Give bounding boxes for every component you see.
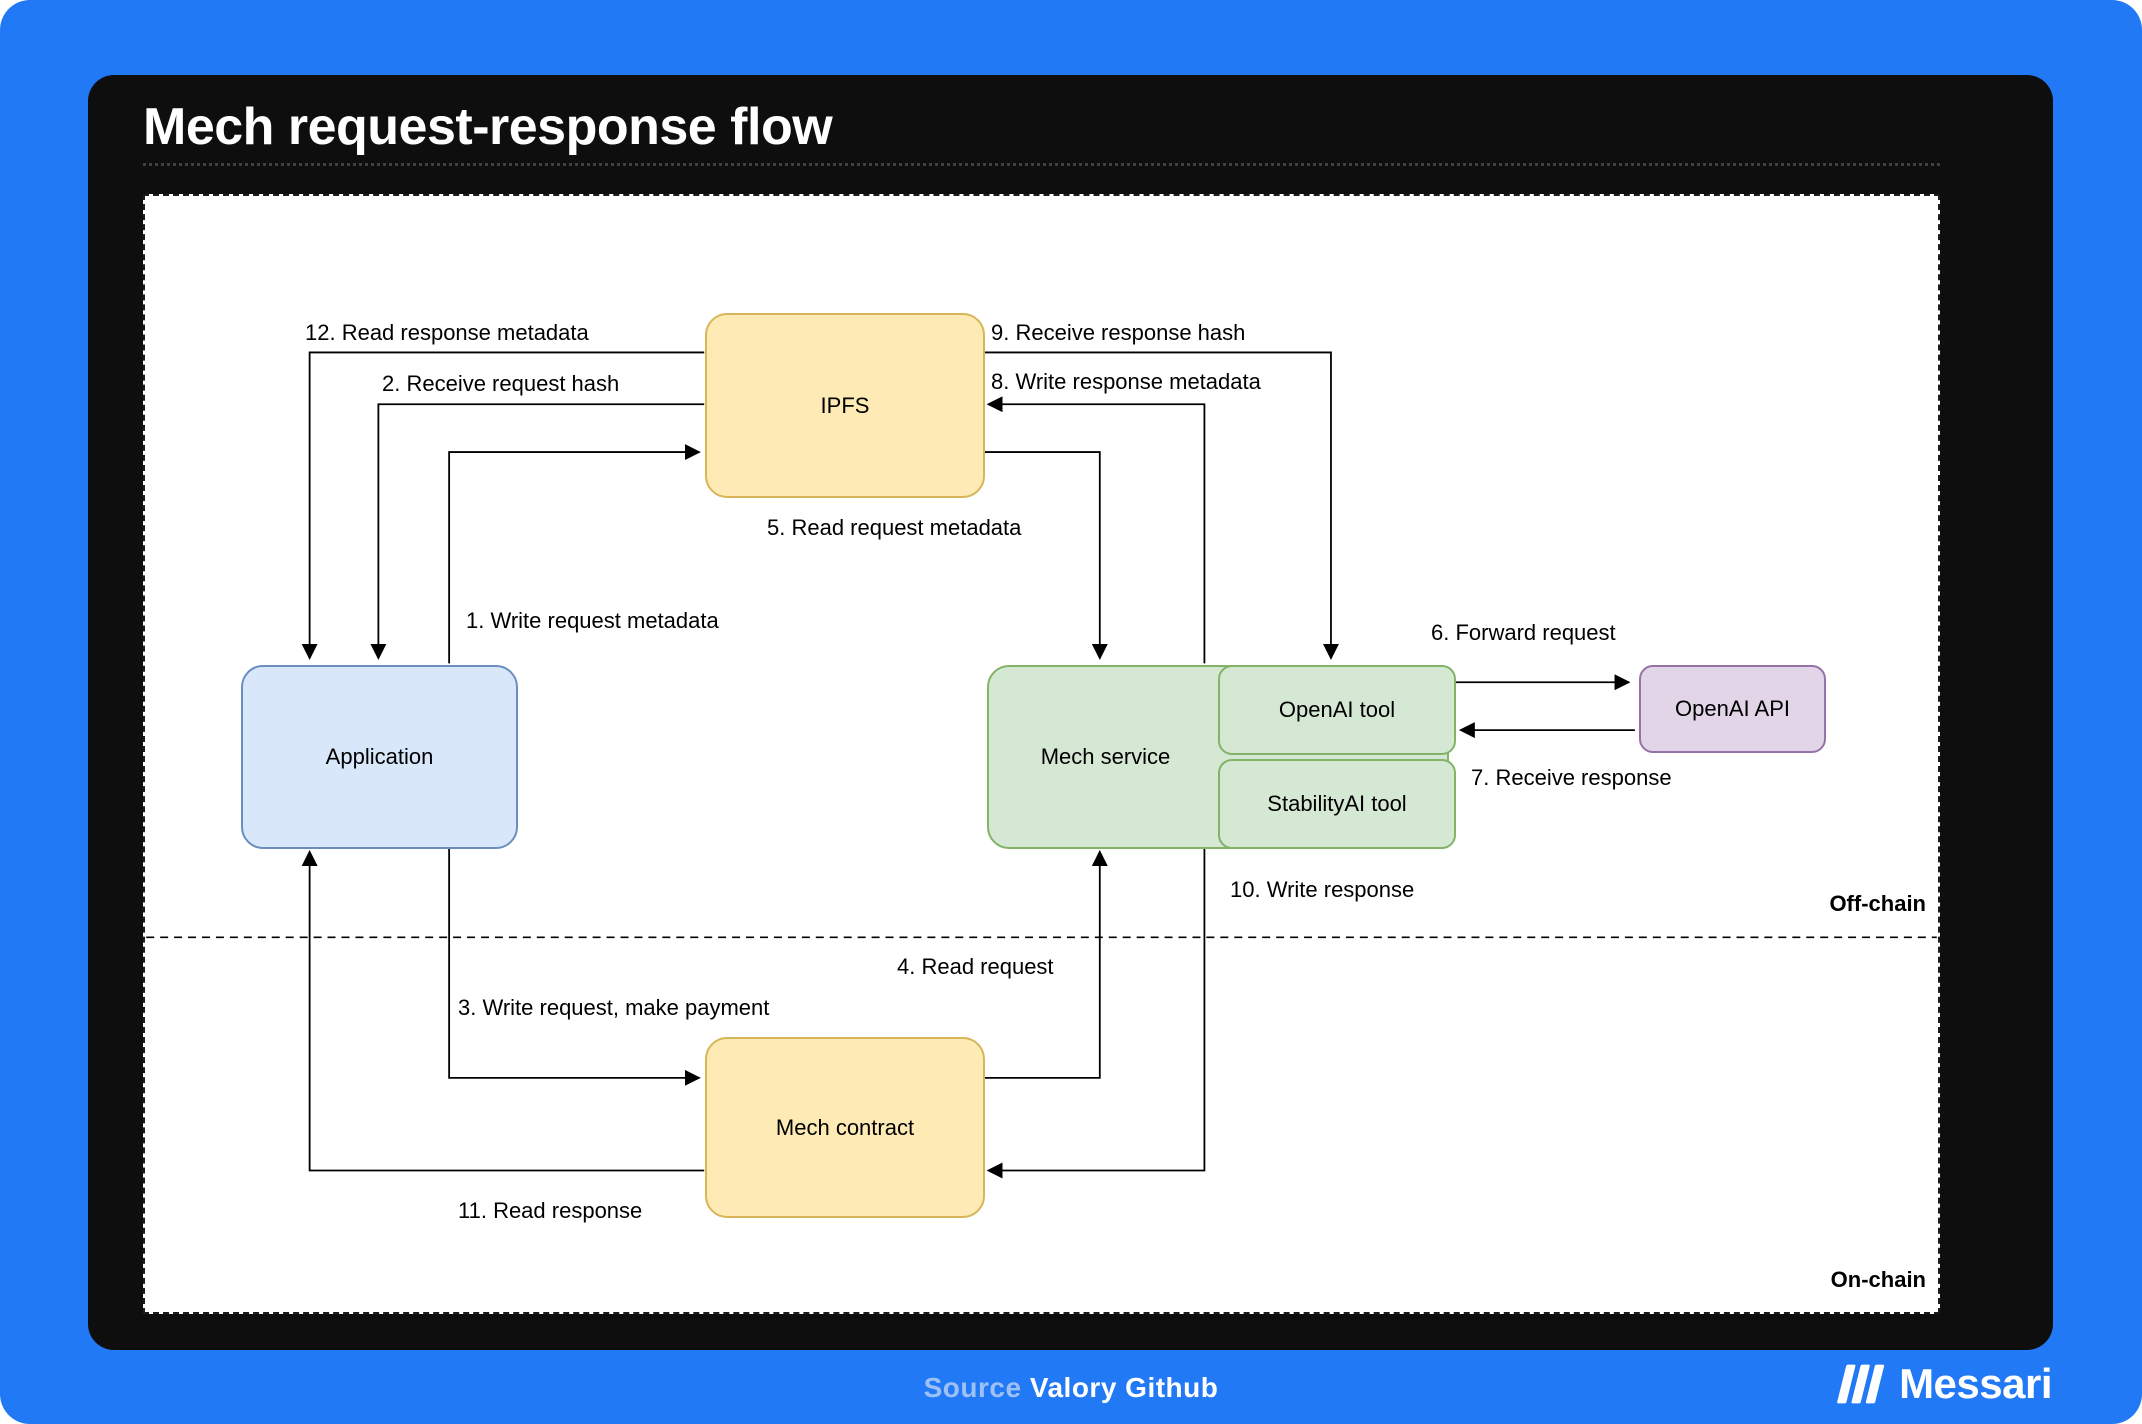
node-application-label: Application xyxy=(325,744,434,769)
edge-arrow-1 xyxy=(448,444,701,664)
edge-arrow-12 xyxy=(301,351,705,660)
edge-arrow-8 xyxy=(986,396,1206,664)
flow-arrows xyxy=(146,351,1937,1179)
node-application: Application xyxy=(241,665,518,849)
title-divider xyxy=(143,163,1940,166)
region-label-off-chain: Off-chain xyxy=(1829,891,1926,916)
node-stabilityai-tool-label: StabilityAI tool xyxy=(1267,791,1407,816)
source-label: Source xyxy=(923,1372,1022,1403)
edge-label-10: 10. Write response xyxy=(1230,877,1415,902)
node-openai-tool-label: OpenAI tool xyxy=(1278,697,1396,722)
edge-arrow-9 xyxy=(983,351,1339,660)
edge-label-3: 3. Write request, make payment xyxy=(458,995,770,1020)
edge-label-1: 1. Write request metadata xyxy=(466,608,719,633)
figure-panel: Mech request-response flow xyxy=(88,75,2053,1350)
source-line: Source Valory Github xyxy=(0,1372,2142,1404)
node-openai-tool: OpenAI tool xyxy=(1218,665,1456,755)
edge-arrow-3 xyxy=(448,846,701,1086)
edge-label-8: 8. Write response metadata xyxy=(991,369,1261,394)
node-openai-api: OpenAI API xyxy=(1639,665,1826,753)
edge-label-2: 2. Receive request hash xyxy=(382,371,620,396)
node-ipfs: IPFS xyxy=(705,313,985,498)
diagram-canvas: IPFS Application Mech service OpenAI too… xyxy=(143,194,1940,1314)
edge-label-5: 5. Read request metadata xyxy=(767,515,1022,540)
edge-arrow-11 xyxy=(301,850,705,1172)
edge-arrow-10 xyxy=(986,846,1206,1179)
edge-label-11: 11. Read response xyxy=(458,1198,643,1223)
messari-logo-text: Messari xyxy=(1899,1360,2052,1407)
edge-label-4: 4. Read request xyxy=(897,954,1054,979)
node-mech-contract-label: Mech contract xyxy=(775,1114,915,1140)
edge-arrow-5 xyxy=(983,451,1108,660)
node-ipfs-label: IPFS xyxy=(820,392,870,418)
edge-arrow-4 xyxy=(983,850,1108,1079)
edge-arrow-2 xyxy=(370,403,705,660)
source-name: Valory Github xyxy=(1029,1372,1219,1403)
region-label-on-chain: On-chain xyxy=(1830,1267,1926,1292)
node-mech-service-label: Mech service xyxy=(1040,744,1171,769)
edge-label-12: 12. Read response metadata xyxy=(305,320,589,345)
edge-label-7: 7. Receive response xyxy=(1471,765,1672,790)
messari-logo-icon xyxy=(1837,1364,1885,1404)
figure-title: Mech request-response flow xyxy=(143,98,833,156)
node-openai-api-label: OpenAI API xyxy=(1675,696,1790,721)
edge-label-9: 9. Receive response hash xyxy=(991,320,1246,345)
node-stabilityai-tool: StabilityAI tool xyxy=(1218,759,1456,849)
messari-brand: Messari xyxy=(1833,1358,2052,1410)
node-mech-contract: Mech contract xyxy=(705,1037,985,1218)
edge-label-6: 6. Forward request xyxy=(1431,620,1616,645)
